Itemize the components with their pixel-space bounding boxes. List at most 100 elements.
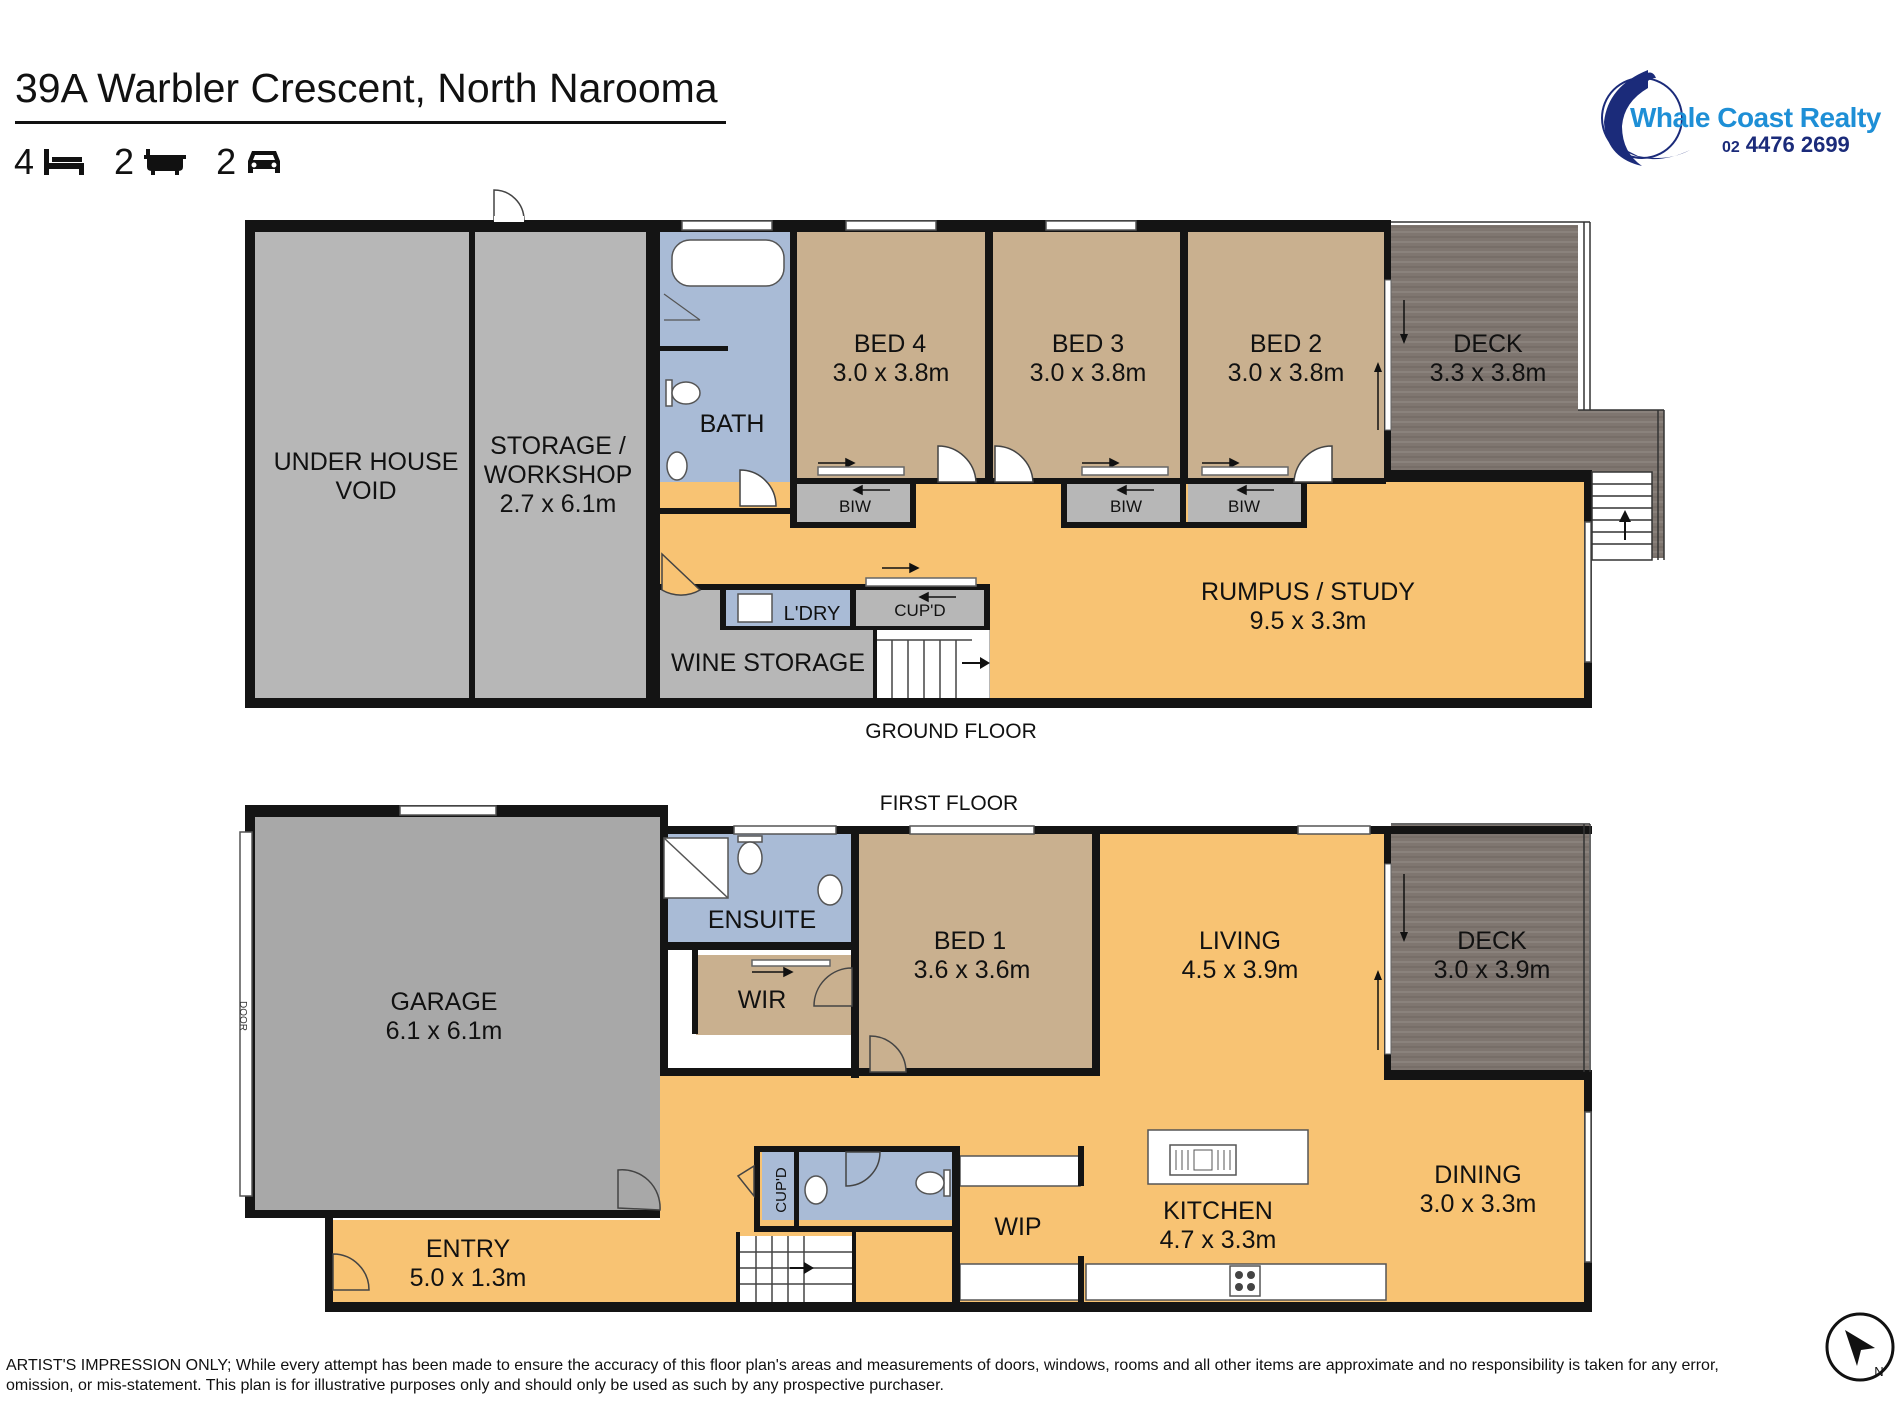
dining-size: 3.0 x 3.3m (1420, 1190, 1537, 1218)
agency-phone: 02 4476 2699 (1722, 132, 1850, 158)
car-icon (248, 151, 281, 173)
rumpus-label: RUMPUS / STUDY (1201, 578, 1415, 606)
phone-prefix: 02 (1722, 139, 1740, 156)
ground-labels: UNDER HOUSE VOID STORAGE / WORKSHOP 2.7 … (274, 330, 1547, 677)
entry-label: ENTRY (426, 1235, 511, 1263)
ground-door-swings (493, 189, 1333, 596)
under-house-void (255, 232, 469, 698)
garage-size: 6.1 x 6.1m (386, 1017, 503, 1045)
bedrooms-stat: 4 (14, 141, 86, 183)
sink-drainer (1175, 1149, 1231, 1171)
cupd-first-label: CUP'D (773, 1167, 790, 1213)
living-label: LIVING (1199, 927, 1281, 955)
bathrooms-count: 2 (114, 141, 135, 182)
deck-stair-arrow (1619, 510, 1631, 540)
living-room (1096, 832, 1385, 1082)
laundry-tub-fixture (737, 593, 773, 623)
storage-size: 2.7 x 6.1m (500, 490, 617, 518)
bath-label: BATH (700, 410, 765, 438)
compass-label: N (1874, 1364, 1883, 1379)
deck-ground-size: 3.3 x 3.8m (1430, 359, 1547, 387)
toilet-fixture (665, 379, 673, 407)
bedrooms-count: 4 (14, 141, 35, 182)
ground-floor-plan: UNDER HOUSE VOID STORAGE / WORKSHOP 2.7 … (245, 189, 1665, 743)
bathtub-fixture (671, 239, 785, 287)
shower-fixture (663, 293, 701, 321)
garage-room (254, 815, 660, 1213)
bed4-room (797, 232, 985, 482)
cooktop (1229, 1265, 1261, 1297)
bathrooms-stat: 2 (114, 141, 188, 183)
first-toilet-bowl (915, 1171, 945, 1195)
rumpus-size: 9.5 x 3.3m (1250, 607, 1367, 635)
storage-label-2: WORKSHOP (484, 461, 633, 489)
kitchen-size: 4.7 x 3.3m (1160, 1226, 1277, 1254)
disclaimer-line-2: omission, or mis-statement. This plan is… (6, 1377, 944, 1394)
bed3-room (993, 232, 1180, 482)
ground-stair-treads (877, 639, 972, 698)
phone-number: 4476 2699 (1745, 132, 1850, 157)
ground-floor-label: GROUND FLOOR (865, 720, 1037, 743)
wine-storage-upper (660, 590, 716, 630)
property-stats: 4 2 2 (14, 141, 312, 183)
first-floor-label: FIRST FLOOR (880, 792, 1018, 815)
first-windows (239, 805, 1592, 1263)
ensuite-basin (817, 874, 843, 906)
biw-label-1: BIW (839, 497, 871, 516)
ground-deck-slider (1374, 279, 1408, 431)
deck-first (1391, 825, 1589, 1070)
bed1-size: 3.6 x 3.6m (914, 956, 1031, 984)
north-compass: N (1823, 1310, 1897, 1389)
storage-label-1: STORAGE / (490, 432, 626, 460)
wir-label: WIR (738, 986, 787, 1014)
bed2-room (1188, 232, 1384, 482)
bed1-label: BED 1 (934, 927, 1006, 955)
deck-ground-label: DECK (1453, 330, 1523, 358)
wip-label: WIP (994, 1213, 1041, 1241)
first-floor-plan: DOOR (237, 805, 1592, 1312)
bed4-label: BED 4 (854, 330, 926, 358)
cooktop-burners (1235, 1271, 1255, 1291)
car-spaces-count: 2 (216, 141, 237, 182)
disclaimer-line-1: ARTIST'S IMPRESSION ONLY; While every at… (6, 1357, 1719, 1374)
bed3-size: 3.0 x 3.8m (1030, 359, 1147, 387)
wip-lower-shelf (959, 1263, 1081, 1301)
under-house-label-1: UNDER HOUSE (274, 448, 459, 476)
ground-windows (681, 220, 1592, 663)
first-basin (804, 1175, 828, 1205)
first-toilet-cistern (943, 1169, 951, 1197)
workshop-door-gap (494, 216, 524, 222)
bed-icon (44, 149, 85, 175)
deck-first-label: DECK (1457, 927, 1527, 955)
cupd-ground-label: CUP'D (894, 601, 945, 620)
bed2-size: 3.0 x 3.8m (1228, 359, 1345, 387)
north-arrow-icon: N (1825, 1312, 1895, 1382)
wine-storage-label: WINE STORAGE (671, 649, 865, 677)
ground-sliding-tracks (817, 466, 1289, 587)
living-size: 4.5 x 3.9m (1182, 956, 1299, 984)
laundry-label: L'DRY (784, 603, 841, 625)
agency-logo: Whale Coast Realty 02 4476 2699 (1598, 66, 1888, 170)
first-deck-railings (1391, 823, 1591, 1072)
whale-logo-icon (1601, 70, 1690, 166)
wip-upper-shelf (959, 1155, 1081, 1187)
kitchen-label: KITCHEN (1163, 1197, 1273, 1225)
bed3-label: BED 3 (1052, 330, 1124, 358)
ground-stair-arrow (962, 657, 990, 669)
dining-label: DINING (1434, 1161, 1522, 1189)
ensuite-label: ENSUITE (708, 906, 816, 934)
biw-label-2: BIW (1110, 497, 1142, 516)
bath-fixtures (665, 239, 785, 623)
car-spaces-stat: 2 (216, 141, 284, 183)
cupd-first (762, 1150, 794, 1226)
first-stair-arrow (790, 1262, 814, 1274)
wir-sliding-arrows (751, 959, 831, 978)
deck-first-size: 3.0 x 3.9m (1434, 956, 1551, 984)
agency-name: Whale Coast Realty (1630, 102, 1881, 133)
title-underline (15, 121, 726, 124)
dining-room (1391, 1076, 1584, 1302)
property-address: 39A Warbler Crescent, North Narooma (15, 65, 718, 111)
biw-label-3: BIW (1228, 497, 1260, 516)
ground-small-labels: BIW BIW BIW CUP'D (839, 497, 1260, 620)
